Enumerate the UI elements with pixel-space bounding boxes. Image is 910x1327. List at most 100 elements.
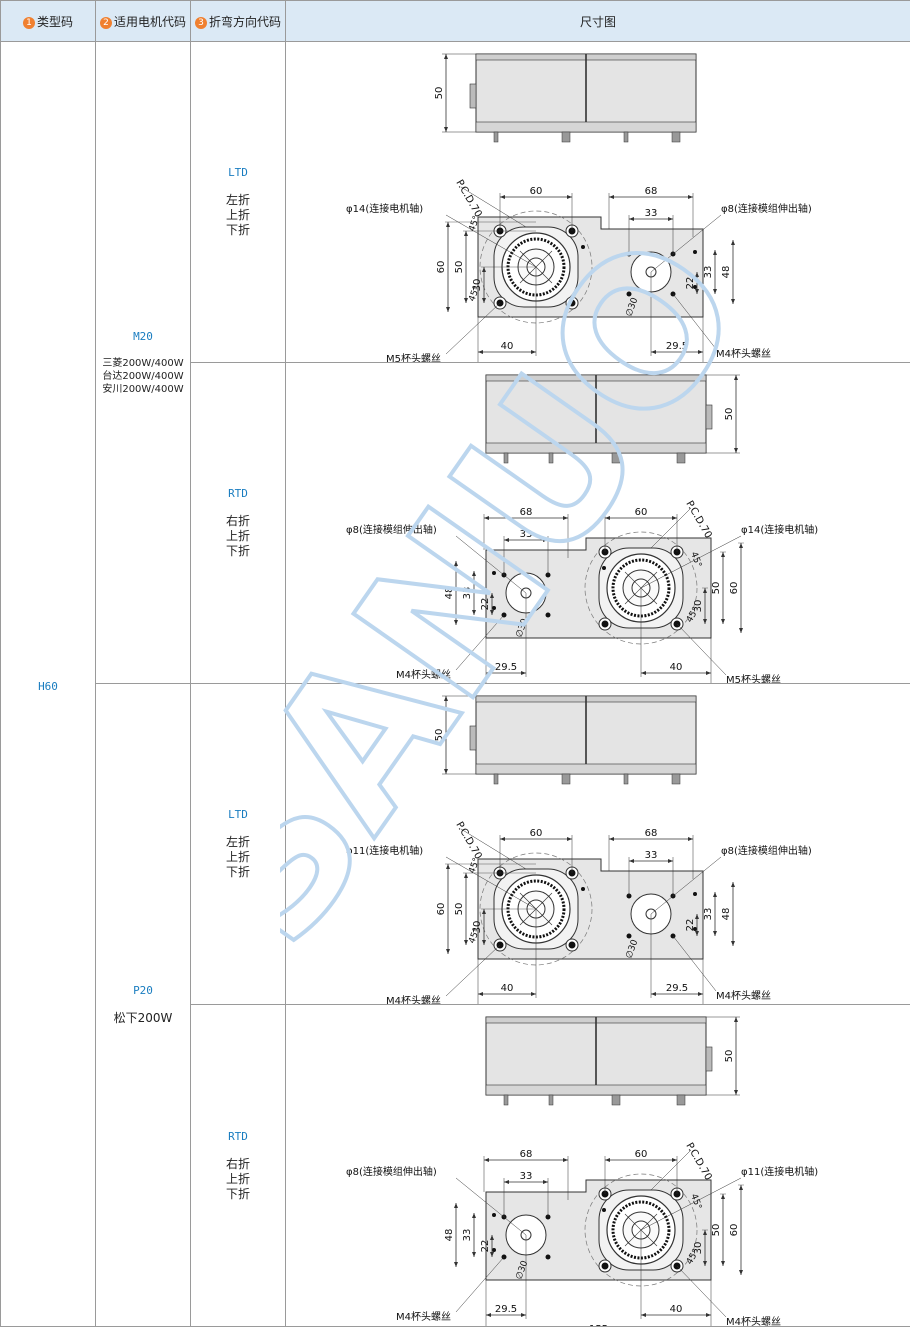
drawing-group: 501554029.560683360503048332245°45°P.C.D… [346, 695, 812, 1004]
dim-line [460, 186, 527, 228]
dim-label: 33 [703, 908, 714, 921]
bolt-hole [601, 1262, 609, 1270]
dim-label: 50 [454, 903, 465, 916]
row-p20-rtd: RTD 右折 上折 下折 501554029.56068336050304833… [1, 1004, 910, 1327]
dim-line [650, 856, 722, 915]
dim-label: φ14(连接电机轴) [741, 523, 818, 536]
dimension-drawing: 501554029.560683360503048332245°45°P.C.D… [346, 1016, 818, 1326]
bolt-hole [545, 1254, 551, 1260]
dimension-drawing: 501554029.560683360503048332245°45°P.C.D… [346, 695, 812, 1004]
mount-foot [676, 1094, 686, 1106]
pcd-circle [479, 210, 593, 324]
dim-line [650, 507, 692, 549]
header-drawing: 尺寸图 [285, 0, 910, 42]
mount-foot [676, 452, 686, 464]
dim-line [650, 214, 722, 273]
mount-foot [493, 131, 499, 143]
dimension-drawing: 501554029.560683360503048332245°45°P.C.D… [346, 374, 818, 683]
bolt-hole [602, 1208, 606, 1212]
arrow-head [490, 1235, 494, 1257]
dim-label: φ14(连接电机轴) [346, 202, 423, 215]
dim-label: 60 [635, 507, 648, 518]
mount-foot [623, 131, 629, 143]
mount-foot [548, 1094, 554, 1106]
housing-base [485, 442, 707, 454]
dim-label: 48 [444, 1229, 455, 1242]
dim-label: 68 [520, 507, 533, 518]
dim-label: 155 [581, 1003, 600, 1004]
dim-label: 33 [645, 208, 658, 219]
dim-label: 40 [501, 341, 514, 352]
bolt-hole [581, 245, 585, 249]
housing-base [475, 121, 697, 133]
bend-cell-m20-rtd: RTD 右折 上折 下折 [190, 362, 286, 684]
dim-label: M5杯头螺丝 [726, 673, 781, 683]
dim-line [455, 535, 527, 594]
arrow-head [504, 1180, 548, 1184]
dim-label: M4杯头螺丝 [726, 1315, 781, 1326]
arrow-head [713, 250, 717, 294]
dim-label: 33 [703, 266, 714, 279]
dim-label: 29.5 [495, 662, 517, 673]
motor-code-cell-m20: M20 三菱200W/400W 台达200W/400W 安川200W/400W [95, 41, 191, 684]
dimension-drawing: 501554029.560683360503048332245°45°P.C.D… [346, 53, 812, 362]
bolt-hole [693, 250, 697, 254]
bend-cell-m20-ltd: LTD 左折 上折 下折 [190, 41, 286, 363]
dim-line [455, 1256, 505, 1313]
bend-cell-p20-rtd: RTD 右折 上折 下折 [190, 1004, 286, 1327]
dim-line [445, 214, 537, 268]
mount-foot [671, 131, 681, 143]
dim-label: 30 [472, 921, 483, 934]
side-shaft [705, 1046, 713, 1072]
dim-line [672, 935, 717, 992]
pcd-circle [479, 852, 593, 966]
dim-label: 50 [724, 1050, 735, 1063]
dim-label: 30 [693, 1242, 704, 1255]
dim-label: 50 [454, 261, 465, 274]
side-shaft [469, 83, 477, 109]
dim-label: 50 [711, 582, 722, 595]
dim-label: 22 [685, 277, 696, 290]
dim-label: 33 [462, 587, 473, 600]
dim-label: 29.5 [666, 341, 688, 352]
housing-base [485, 1084, 707, 1096]
dim-line [445, 302, 501, 355]
bolt-hole [568, 941, 576, 949]
bolt-hole [492, 1248, 496, 1252]
arrow-head [504, 538, 548, 542]
pcd-circle [584, 531, 698, 645]
drawing-group: 501554029.560683360503048332245°45°P.C.D… [346, 1016, 818, 1326]
mount-foot [503, 452, 509, 464]
arrow-head [472, 1213, 476, 1257]
mount-foot [493, 773, 499, 785]
side-shaft [469, 725, 477, 751]
row-p20-ltd: P20 松下200W LTD 左折 上折 下折 501554029.560683… [1, 683, 910, 1327]
dim-line [676, 1265, 727, 1318]
dim-line [650, 1149, 692, 1191]
dim-label: 68 [645, 828, 658, 839]
drawing-group: 501554029.560683360503048332245°45°P.C.D… [346, 374, 818, 683]
dim-label: M5杯头螺丝 [386, 352, 441, 362]
mount-foot [561, 131, 571, 143]
dim-line [445, 944, 501, 997]
dim-label: φ11(连接电机轴) [346, 844, 423, 857]
dim-label: M4杯头螺丝 [386, 994, 441, 1004]
dim-label: 48 [444, 587, 455, 600]
dim-line [672, 293, 717, 350]
drawing-p20-ltd: 501554029.560683360503048332245°45°P.C.D… [285, 683, 910, 1005]
bend-cell-p20-ltd: LTD 左折 上折 下折 [190, 683, 286, 1005]
dim-line [640, 1177, 742, 1231]
dim-label: M4杯头螺丝 [716, 347, 771, 360]
dim-label: 60 [436, 903, 447, 916]
mount-foot [503, 1094, 509, 1106]
bolt-hole [545, 612, 551, 618]
dim-label: 50 [711, 1224, 722, 1237]
dim-label: P.C.D.70 [453, 178, 483, 219]
dim-label: 29.5 [495, 1304, 517, 1315]
dim-label: 60 [436, 261, 447, 274]
motor-code-cell-p20: P20 松下200W [95, 683, 191, 1327]
dim-label: 68 [520, 1149, 533, 1160]
